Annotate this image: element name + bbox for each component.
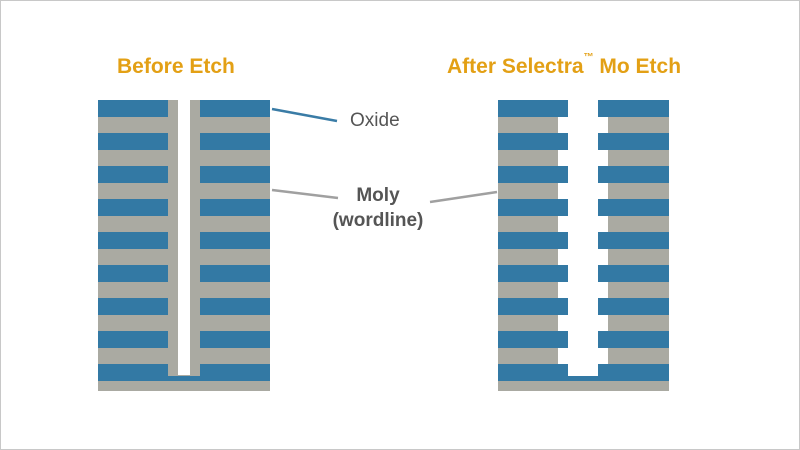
substrate-layer (498, 381, 669, 391)
stack-before-etch (98, 100, 270, 391)
after-etch-title-prefix: After Selectra (447, 55, 584, 78)
moly-leader-line-left (271, 188, 339, 200)
moly-label: Moly (wordline) (328, 183, 428, 233)
trench-opening (178, 100, 190, 375)
after-etch-title: After Selectra™ Mo Etch (447, 52, 682, 79)
moly-recess (558, 282, 608, 298)
moly-label-line1: Moly (356, 185, 400, 206)
after-etch-title-suffix: Mo Etch (593, 55, 682, 78)
moly-recess (558, 348, 608, 364)
moly-label-line2: (wordline) (332, 210, 424, 231)
moly-recess (558, 183, 608, 199)
oxide-leader-line (271, 107, 338, 123)
before-etch-title-text: Before Etch (117, 55, 235, 78)
moly-leader-line-right (429, 190, 498, 204)
moly-recess (558, 117, 608, 133)
moly-recess (558, 216, 608, 232)
oxide-label: Oxide (350, 110, 400, 131)
moly-recess (558, 315, 608, 331)
moly-recess (558, 150, 608, 166)
moly-recess (558, 249, 608, 265)
trademark-symbol: ™ (583, 52, 594, 63)
trench-bottom-oxide (568, 376, 598, 381)
substrate-layer (98, 381, 270, 391)
trench-opening (568, 100, 598, 376)
before-etch-title: Before Etch (117, 55, 235, 79)
stack-after-etch (498, 100, 669, 391)
trench-bottom-oxide (168, 376, 200, 381)
